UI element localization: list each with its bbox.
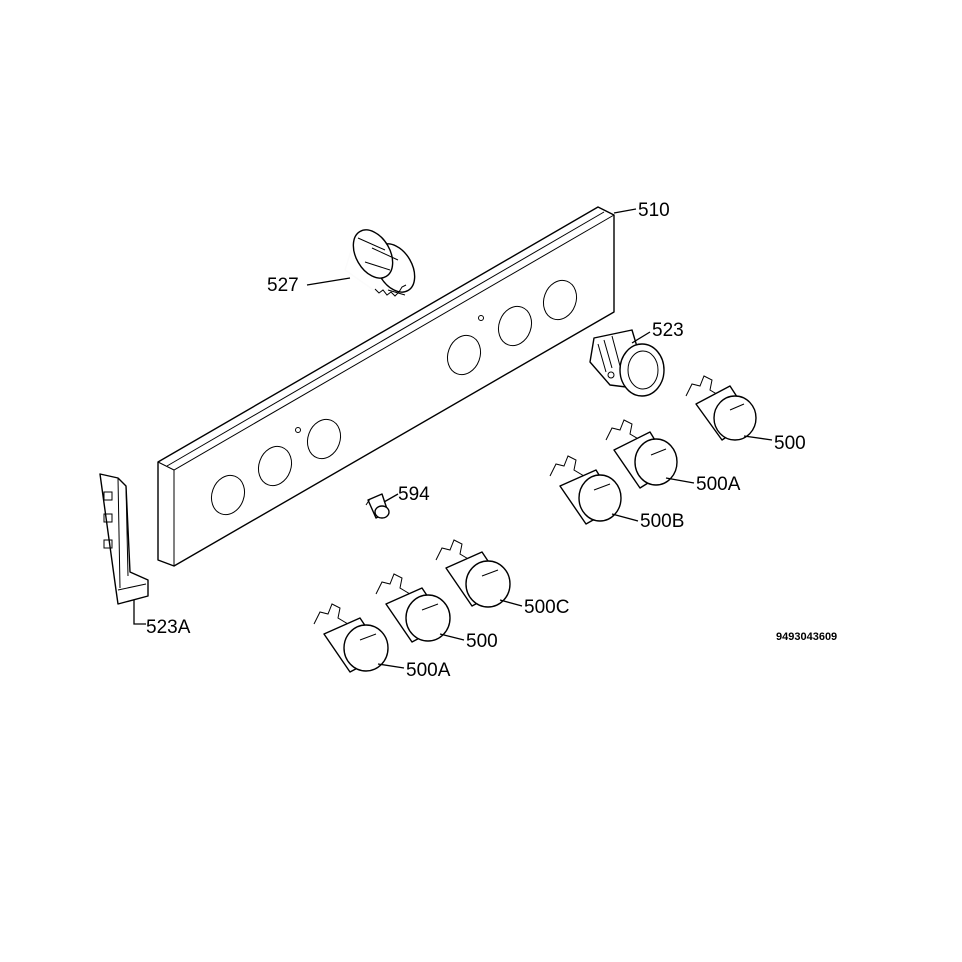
toothed-ring-part	[352, 229, 416, 297]
knob-500-top-part	[685, 375, 757, 441]
label-500A-top: 500A	[696, 474, 741, 495]
document-number: 9493043609	[776, 631, 837, 643]
knob-500A-bottom-part	[313, 603, 389, 673]
label-500A-bottom: 500A	[406, 660, 451, 681]
label-527: 527	[267, 275, 299, 296]
knob-500-bottom-part	[375, 573, 451, 643]
control-panel-part	[157, 206, 615, 567]
label-500-top: 500	[774, 433, 806, 454]
label-594: 594	[398, 484, 430, 505]
switch-body-part	[589, 329, 665, 397]
bracket-523A-part	[99, 473, 149, 605]
knob-500C-part	[435, 539, 511, 608]
label-523A: 523A	[146, 617, 191, 638]
knob-500B-part	[549, 455, 622, 525]
pin-594-part	[365, 493, 390, 519]
knob-500A-top-part	[605, 419, 678, 489]
label-500-bottom: 500	[466, 631, 498, 652]
label-510: 510	[638, 200, 670, 221]
label-523: 523	[652, 320, 684, 341]
label-500B: 500B	[640, 511, 684, 532]
label-500C: 500C	[524, 597, 569, 618]
